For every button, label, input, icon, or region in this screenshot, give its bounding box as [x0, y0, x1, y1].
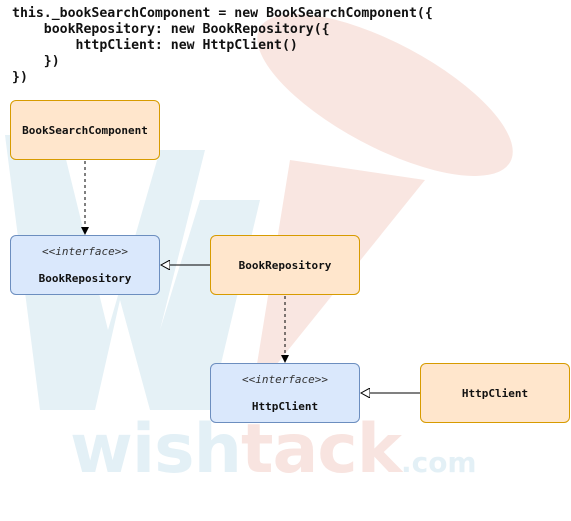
node-label: HttpClient [461, 386, 529, 400]
watermark-text-com: .com [400, 446, 477, 479]
node-book-repository-interface: <<interface>> BookRepository [10, 235, 160, 295]
node-http-client: HttpClient [420, 363, 570, 423]
watermark-text-tack: tack [241, 410, 402, 489]
node-label: BookSearchComponent [22, 123, 148, 137]
node-book-search-component: BookSearchComponent [10, 100, 160, 160]
node-stereotype: <<interface>> [241, 373, 329, 386]
watermark-text-wish: wish [70, 410, 242, 489]
code-line: bookRepository: new BookRepository({ [12, 22, 330, 37]
node-label: HttpClient [251, 400, 319, 413]
code-line: this._bookSearchComponent = new BookSear… [12, 6, 433, 21]
watermark-ellipse-shape [257, 14, 513, 176]
watermark-text: wishtack.com [70, 410, 477, 490]
code-line: httpClient: new HttpClient() [12, 38, 298, 53]
code-line: }) [12, 70, 28, 85]
node-stereotype: <<interface>> [41, 245, 129, 258]
node-label: BookRepository [38, 272, 132, 285]
node-http-client-interface: <<interface>> HttpClient [210, 363, 360, 423]
node-label: BookRepository [238, 258, 332, 272]
code-snippet: this._bookSearchComponent = new BookSear… [12, 6, 433, 86]
node-book-repository: BookRepository [210, 235, 360, 295]
code-line: }) [12, 54, 60, 69]
